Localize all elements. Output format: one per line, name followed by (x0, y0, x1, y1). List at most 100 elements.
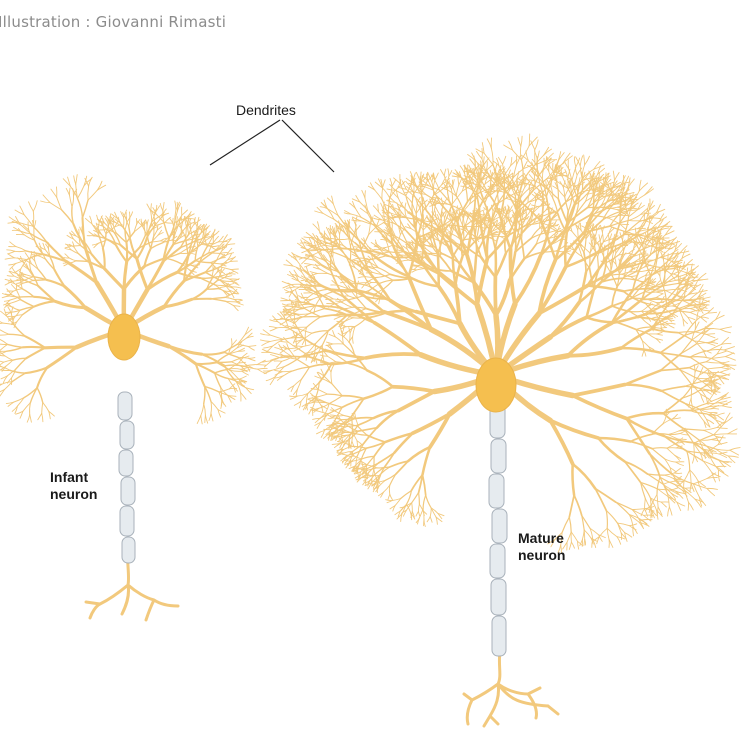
infant-dendrite-branch (231, 269, 238, 270)
mature-dendrite-branch (430, 517, 432, 523)
mature-dendrite-branch (529, 134, 530, 146)
infant-dendrite-branch (230, 370, 242, 371)
mature-label-line2: neuron (518, 547, 565, 564)
infant-dendrite-branch (211, 246, 219, 247)
mature-dendrite-branch (599, 235, 600, 241)
mature-dendrite-branch (537, 151, 539, 159)
mature-dendrite-branch (460, 166, 464, 174)
mature-dendrite-branch (652, 329, 678, 333)
mature-dendrite-branch (709, 350, 724, 351)
infant-dendrite-branch (51, 189, 57, 197)
mature-dendrite-branch (707, 488, 718, 489)
infant-dendrite-branch (89, 232, 94, 236)
infant-dendrite-branch (218, 236, 223, 242)
infant-dendrite-branch (10, 300, 20, 304)
mature-dendrite-branch (312, 396, 318, 397)
mature-dendrite-branch (355, 418, 374, 419)
mature-dendrite-branch (412, 493, 419, 503)
mature-dendrite-branch (565, 188, 570, 197)
mature-dendrite-branch (305, 265, 312, 267)
mature-dendrite-branch (720, 327, 731, 330)
mature-dendrite-branch (633, 527, 637, 534)
mature-dendrite-branch (607, 528, 617, 536)
mature-dendrite-branch (661, 324, 668, 325)
mature-dendrite-branch (714, 434, 728, 435)
mature-dendrite-branch (652, 448, 667, 449)
mature-dendrite-branch (709, 342, 717, 343)
mature-label-line1: Mature (518, 530, 565, 547)
mature-dendrite-branch (725, 353, 733, 357)
infant-dendrite-branch (21, 300, 35, 307)
mature-dendrite-branch (358, 283, 366, 284)
infant-dendrite-branch (175, 201, 176, 210)
infant-dendrite-branch (169, 346, 196, 364)
mature-dendrite-branch (598, 438, 630, 442)
infant-dendrite-branch (76, 175, 78, 185)
mature-dendrite-branch (627, 413, 664, 418)
infant-dendrite-branch (42, 402, 43, 413)
mature-dendrite-branch (690, 357, 711, 359)
mature-dendrite-branch (576, 158, 580, 167)
mature-dendrite-branch (694, 365, 695, 373)
mature-dendrite-branch (661, 368, 690, 371)
mature-dendrite-branch (574, 157, 576, 167)
mature-dendrite-branch (681, 340, 692, 353)
mature-dendrite-branch (616, 502, 632, 509)
mature-dendrite-branch (291, 284, 304, 285)
mature-dendrite-branch (632, 509, 645, 510)
infant-dendrite-branch (163, 202, 164, 210)
mature-dendrite-branch (629, 524, 636, 526)
mature-dendrite-branch (698, 273, 706, 280)
mature-dendrite-branch (571, 532, 577, 541)
mature-dendrite-branch (649, 454, 660, 478)
mature-dendrite-branch (334, 317, 341, 320)
infant-dendrite-branch (27, 414, 30, 422)
infant-dendrite-branch (147, 220, 148, 226)
infant-dendrite-branch (34, 301, 55, 306)
mature-dendrite-branch (584, 530, 591, 538)
mature-dendrite-branch (342, 396, 364, 399)
mature-dendrite-branch (375, 323, 421, 355)
mature-dendrite-branch (444, 169, 446, 176)
mature-dendrite-branch (487, 224, 491, 259)
mature-dendrite-branch (406, 196, 412, 212)
mature-dendrite-branch (383, 180, 386, 188)
mature-dendrite-branch (352, 416, 353, 431)
mature-dendrite-branch (656, 292, 664, 294)
infant-dendrite-branch (241, 393, 246, 400)
mature-dendrite-branch (296, 338, 297, 348)
mature-dendrite-branch (693, 455, 695, 463)
infant-dendrite-branch (103, 248, 105, 268)
mature-dendrite-branch (270, 328, 277, 331)
mature-dendrite-branch (598, 438, 625, 462)
mature-dendrite-branch (515, 256, 541, 305)
infant-dendrite-branch (8, 254, 15, 258)
infant-dendrite-branch (69, 258, 76, 261)
mature-dendrite-branch (283, 338, 303, 340)
infant-axon (86, 392, 178, 620)
mature-dendrite-branch (706, 334, 715, 337)
infant-dendrite-branch (205, 415, 207, 423)
mature-dendrite-branch (582, 530, 584, 540)
infant-dendrite-branch (15, 251, 26, 252)
mature-dendrite-branch (721, 368, 731, 370)
mature-dendrite-branch (353, 446, 366, 448)
infant-dendrite-branch (257, 360, 265, 364)
infant-dendrite-branch (16, 358, 27, 369)
infant-dendrite-branch (248, 346, 256, 347)
infant-dendrite-branch (69, 188, 70, 195)
mature-dendrite-branch (417, 269, 424, 270)
mature-dendrite-branch (661, 391, 684, 403)
mature-dendrite-branch (509, 211, 510, 219)
mature-dendrite-branch (621, 348, 661, 353)
mature-dendrite-branch (717, 427, 727, 428)
infant-dendrite-branch (105, 269, 125, 290)
mature-dendrite-branch (342, 325, 344, 333)
infant-dendrite-branch (33, 201, 37, 212)
infant-dendrite-branch (5, 356, 13, 360)
mature-dendrite-branch (416, 512, 418, 517)
infant-dendrites (0, 175, 267, 424)
mature-dendrite-branch (328, 394, 343, 396)
mature-dendrite-branch (318, 394, 328, 397)
infant-dendrite-branch (0, 384, 2, 389)
